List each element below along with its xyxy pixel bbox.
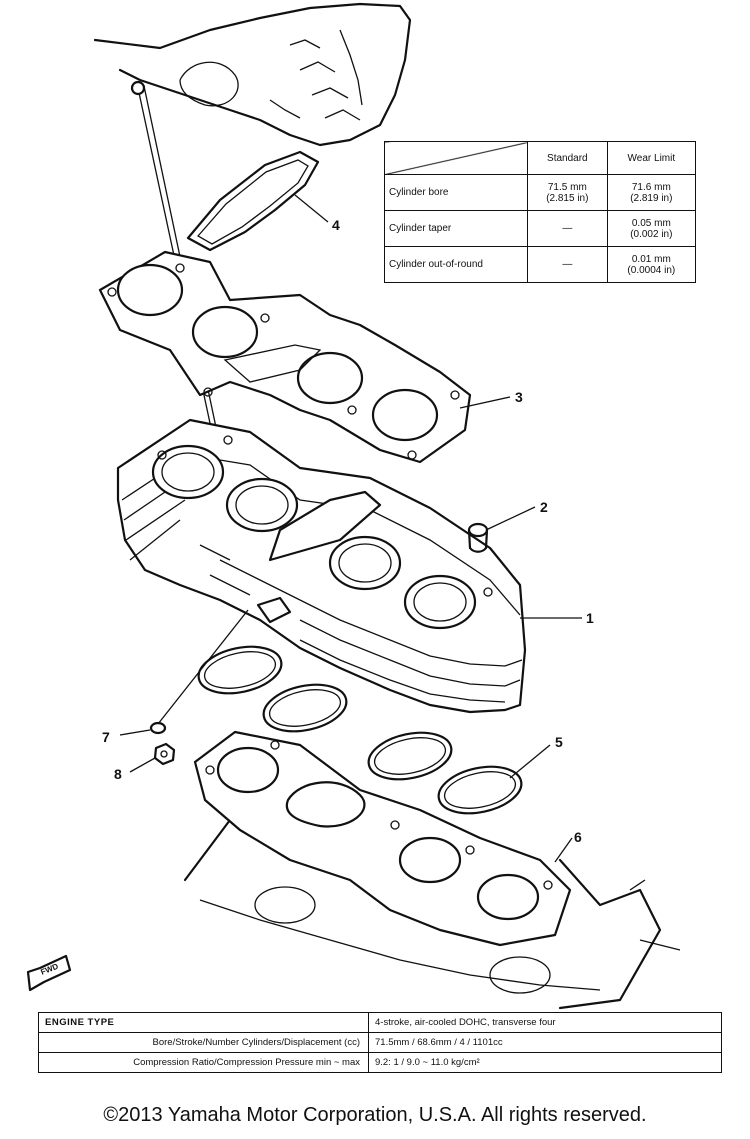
spec-table: Standard Wear Limit Cylinder bore 71.5 m…	[384, 141, 697, 283]
spec-row-standard: —	[527, 246, 608, 283]
spec-row-label: Cylinder out-of-round	[384, 246, 528, 283]
callout-8: 8	[114, 766, 122, 782]
copyright-notice: ©2013 Yamaha Motor Corporation, U.S.A. A…	[103, 1104, 647, 1126]
engine-table-row: Compression Ratio/Compression Pressure m…	[38, 1052, 722, 1073]
engine-type-value: 4-stroke, air-cooled DOHC, transverse fo…	[368, 1012, 722, 1033]
callout-3: 3	[515, 389, 523, 405]
part-4-gasket	[186, 150, 320, 252]
spec-value: 71.5 mm	[547, 181, 587, 193]
engine-table-row: ENGINE TYPE 4-stroke, air-cooled DOHC, t…	[38, 1012, 722, 1033]
engine-type-table: ENGINE TYPE 4-stroke, air-cooled DOHC, t…	[38, 1012, 722, 1073]
spec-row: Cylinder taper — 0.05 mm(0.002 in)	[384, 210, 697, 247]
spec-value: 71.6 mm	[631, 181, 671, 193]
part-7-washer	[149, 721, 167, 735]
spec-header-standard: Standard	[527, 141, 608, 175]
part-1-cylinder-block	[116, 418, 527, 714]
engine-table-row: Bore/Stroke/Number Cylinders/Displacemen…	[38, 1032, 722, 1053]
engine-row-value: 9.2: 1 / 9.0 ~ 11.0 kg/cm²	[368, 1052, 722, 1073]
part-5-o-rings	[197, 645, 523, 815]
engine-type-heading: ENGINE TYPE	[38, 1012, 369, 1033]
callout-4: 4	[332, 217, 340, 233]
spec-row-label: Cylinder bore	[384, 174, 528, 211]
callout-2: 2	[540, 499, 548, 515]
callout-1: 1	[586, 610, 594, 626]
spec-value: —	[562, 259, 573, 270]
spec-row-wear: 71.6 mm(2.819 in)	[606, 174, 697, 211]
spec-header-wear-limit: Wear Limit	[606, 141, 697, 175]
spec-row-standard: —	[527, 210, 608, 247]
spec-value: 0.01 mm	[631, 253, 671, 265]
part-3-head-gasket	[98, 250, 472, 464]
spec-value: —	[562, 223, 573, 234]
engine-row-value: 71.5mm / 68.6mm / 4 / 1101cc	[368, 1032, 722, 1053]
part-8-nut	[153, 742, 176, 766]
spec-value: (2.815 in)	[546, 192, 589, 204]
front-arrow-icon: FWD	[26, 954, 72, 992]
spec-table-header: Standard Wear Limit	[384, 141, 697, 175]
spec-value: (0.0004 in)	[627, 264, 676, 276]
crankcase-fragment	[183, 818, 681, 1010]
callout-5: 5	[555, 734, 563, 750]
engine-row-label: Compression Ratio/Compression Pressure m…	[38, 1052, 369, 1073]
callout-7: 7	[102, 729, 110, 745]
spec-row: Cylinder bore 71.5 mm(2.815 in) 71.6 mm(…	[384, 174, 697, 211]
spec-row: Cylinder out-of-round — 0.01 mm(0.0004 i…	[384, 246, 697, 283]
cylinder-head-fragment	[93, 2, 412, 147]
spec-row-wear: 0.05 mm(0.002 in)	[606, 210, 697, 247]
spec-value: (0.002 in)	[630, 228, 673, 240]
leader-lines	[119, 194, 582, 863]
spec-value: (2.819 in)	[630, 192, 673, 204]
part-6-base-gasket	[193, 730, 572, 947]
spec-header-corner	[384, 141, 528, 175]
engine-row-label: Bore/Stroke/Number Cylinders/Displacemen…	[38, 1032, 369, 1053]
spec-row-label: Cylinder taper	[384, 210, 528, 247]
spec-value: 0.05 mm	[631, 217, 671, 229]
spec-row-wear: 0.01 mm(0.0004 in)	[606, 246, 697, 283]
spec-row-standard: 71.5 mm(2.815 in)	[527, 174, 608, 211]
callout-6: 6	[574, 829, 582, 845]
